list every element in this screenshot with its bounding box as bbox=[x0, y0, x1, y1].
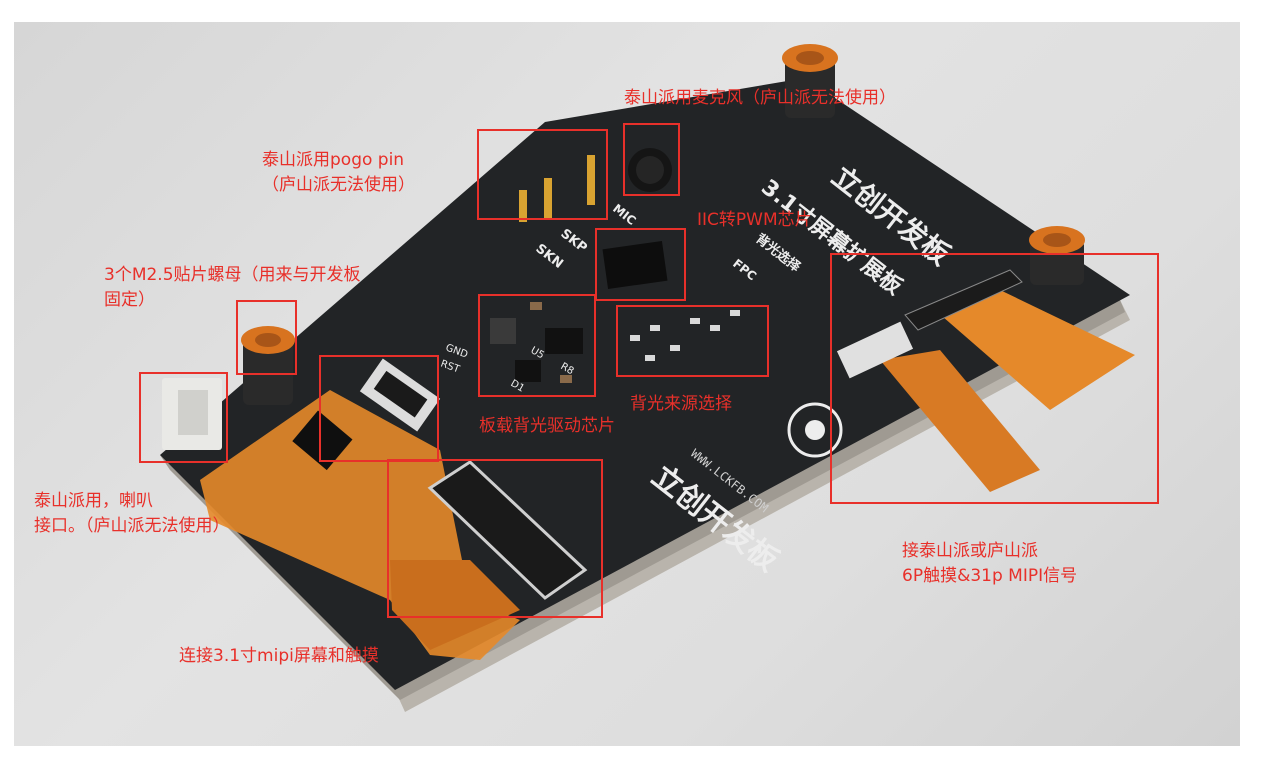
driver-inductor bbox=[490, 318, 516, 344]
callout-box-speaker bbox=[139, 372, 228, 463]
label-host-connector-line2: 6P触摸&31p MIPI信号 bbox=[902, 566, 1078, 586]
standoff-top bbox=[782, 44, 838, 118]
flex-cable-left-dark bbox=[390, 560, 520, 650]
label-speaker-line2: 接口。（庐山派无法使用） bbox=[34, 516, 230, 536]
select-resistor bbox=[630, 335, 640, 341]
iic-pwm-chip bbox=[602, 241, 668, 289]
label-screw-nut-line2: 固定） bbox=[104, 290, 155, 310]
label-microphone: 泰山派用麦克风（庐山派无法使用） bbox=[624, 88, 896, 108]
callout-box-pogo-pin bbox=[477, 129, 608, 220]
fpc-connector-main bbox=[427, 460, 588, 600]
standoff-right bbox=[1029, 226, 1085, 285]
fpc-connector-small-right bbox=[836, 321, 914, 379]
pogo-pins bbox=[519, 155, 595, 222]
label-pogo-pin: 泰山派用pogo pin （庐山派无法使用） bbox=[262, 148, 415, 198]
label-backlight-driver: 板载背光驱动芯片 bbox=[479, 416, 615, 436]
label-host-connector-line1: 接泰山派或庐山派 bbox=[902, 541, 1038, 561]
label-mipi-screen: 连接3.1寸mipi屏幕和触摸 bbox=[179, 646, 379, 666]
label-host-connector: 接泰山派或庐山派 6P触摸&31p MIPI信号 bbox=[902, 539, 1077, 589]
fpc-connector-right bbox=[904, 269, 1023, 331]
label-speaker: 泰山派用，喇叭 接口。（庐山派无法使用） bbox=[34, 489, 230, 539]
brand-logo bbox=[787, 402, 843, 458]
label-screw-nut-line1: 3个M2.5贴片螺母（用来与开发板 bbox=[104, 265, 361, 285]
label-pogo-pin-line2: （庐山派无法使用） bbox=[262, 175, 415, 195]
callout-box-mipi-screen bbox=[387, 459, 603, 618]
label-backlight-select: 背光来源选择 bbox=[630, 394, 732, 414]
standoff-left bbox=[241, 326, 295, 405]
chip-left bbox=[292, 410, 353, 471]
flex-cable-right-tail bbox=[880, 350, 1040, 492]
callout-box-iic-pwm bbox=[595, 228, 686, 301]
label-screw-nut: 3个M2.5贴片螺母（用来与开发板 固定） bbox=[104, 263, 361, 313]
callout-box-microphone bbox=[623, 123, 680, 196]
driver-chip bbox=[545, 328, 583, 354]
callout-box-host-connector bbox=[830, 253, 1159, 504]
label-speaker-line1: 泰山派用，喇叭 bbox=[34, 491, 153, 511]
callout-box-screw-nut bbox=[236, 300, 297, 375]
label-iic-pwm: IIC转PWM芯片 bbox=[697, 210, 812, 230]
callout-box-backlight-driver bbox=[478, 294, 596, 397]
label-pogo-pin-line1: 泰山派用pogo pin bbox=[262, 150, 405, 170]
flex-cable-right bbox=[935, 290, 1135, 410]
callout-box-left-connector bbox=[319, 355, 439, 462]
callout-box-backlight-select bbox=[616, 305, 769, 377]
